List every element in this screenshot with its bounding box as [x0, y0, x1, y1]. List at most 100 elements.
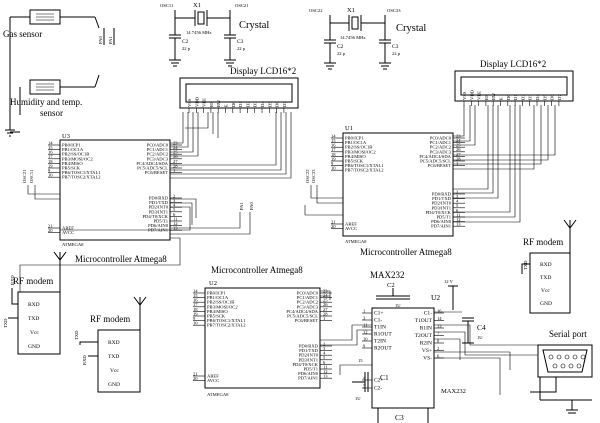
u3-rbpin-num-2: 4: [173, 203, 176, 208]
max-rpin-name-5: VS+: [422, 348, 432, 354]
lcd_left-pin-d1: D1: [238, 101, 243, 107]
lcd_right-pin-d5: D5: [542, 94, 547, 100]
u1-rpin-num-5: 28: [456, 156, 461, 161]
u1-rpin-name-6: PC6/RESET: [428, 163, 451, 168]
u2-rpin-name-0: PC0/ADC0: [297, 291, 319, 296]
u1-caption: Microcontroller Atmega8: [360, 247, 452, 257]
u2-lpin-name-4: PB4/MISO: [207, 309, 228, 314]
u1-rpin-name-5: PC5/ADC5/SCL: [420, 159, 451, 164]
rf-mid-gnd: GND: [108, 382, 120, 388]
u3-lpin-name-7: PB7/TOSC2/XTAL2: [62, 175, 101, 180]
freq-label: 14.7456 MHz: [186, 30, 212, 35]
u1-lbpin-num-0: 21: [331, 219, 336, 224]
u1-lpin-name-5: PB5/SCK: [345, 159, 364, 164]
u2-lbpin-num-0: 21: [193, 371, 198, 376]
u2-lpin-name-7: PB7/TOSC2/XTAL2: [207, 323, 246, 328]
u2-footer: ATMEGA8: [207, 392, 229, 397]
u2-rbpin-num-3: 5: [323, 355, 326, 360]
u2-rpin-num-1: 24: [323, 293, 328, 298]
u3-lpin-name-6: PB6/TOSC1/XTAL1: [62, 170, 101, 175]
u1-rpin-num-1: 24: [456, 138, 461, 143]
max-lpin-num-3: 12: [363, 329, 368, 334]
u3-lpin-name-5: PB5/SCK: [62, 166, 81, 171]
u1-rpin-name-0: PC0/ADC0: [430, 136, 452, 141]
u1-rbpin-num-7: 13: [456, 222, 461, 227]
u1-rbpin-name-4: PD4/T0/XCK: [425, 210, 451, 215]
u3-rbpin-num-4: 6: [173, 212, 176, 217]
gas-sensor-pin: PA0: [98, 36, 103, 44]
rf-left-rxd: RXD: [28, 302, 40, 308]
u2-rbpin-name-4: PD4/T0/XCK: [292, 362, 318, 367]
u3-rbpin-num-0: 2: [173, 193, 176, 198]
u1-lpin-num-4: 18: [331, 152, 336, 157]
u2-rbpin-num-4: 6: [323, 360, 326, 365]
u1-lpin-name-1: PB1/OC1A: [345, 140, 367, 145]
max-lpin-name-0: C1+: [374, 311, 384, 317]
u2-rpin-name-6: PC6/RESET: [295, 318, 318, 323]
rf-left-txd-net: TXD: [3, 318, 8, 328]
rf-left-txd: TXD: [28, 316, 39, 322]
lcd-left-title: Display LCD16*2: [230, 66, 296, 76]
u1-rbpin-num-3: 5: [456, 203, 459, 208]
rf-right-title: RF modem: [523, 237, 563, 247]
u1-lpin-name-3: PB3/MOSI/OC2: [345, 149, 376, 154]
max-rpin-num-4: 8: [437, 338, 440, 343]
max-lpin-name-5: R2OUT: [374, 346, 392, 352]
u2-lpin-num-0: 14: [193, 288, 198, 293]
max-rpin-num-6: 6: [437, 353, 440, 358]
c3-value: 22 p: [237, 46, 246, 51]
lcd_left-pin-d7: D7: [282, 101, 287, 107]
u3-lpin-num-1: 15: [48, 145, 53, 150]
u1-lpin-name-6: PB6/TOSC1/XTAL1: [345, 163, 384, 168]
u1-rbpin-name-3: PD3/INT1: [432, 205, 452, 210]
max-lpin-num-1: 3: [363, 315, 366, 320]
max-rpin-name-1: T1OUT: [415, 318, 433, 324]
u2-rbpin-name-5: PD5/T1: [303, 367, 318, 372]
u2-caption: Microcontroller Atmega8: [211, 265, 303, 275]
u1-lpin-name-7: PB7/TOSC2/XTAL2: [345, 168, 384, 173]
u2-rpin-name-5: PC5/ADC5/SCL: [287, 314, 318, 319]
u3-rpin-name-0: PC0/ADC0: [147, 143, 169, 148]
lcd_right-pin-d1: D1: [513, 94, 518, 100]
u1-rpin-name-1: PC1/ADC1: [430, 140, 452, 145]
u3-osc21: OSC21: [22, 169, 27, 183]
serial-port: Serial port: [530, 329, 593, 414]
u1-rbpin-num-1: 3: [456, 194, 459, 199]
u3-rpin-name-6: PC6/RESET: [145, 170, 168, 175]
max-lpin-name-3: R1OUT: [374, 332, 392, 338]
c2-label-2: C2: [337, 44, 344, 50]
gas-sensor: Gas sensor PA0: [3, 9, 103, 44]
c2-value: 22 p: [182, 46, 191, 51]
u2-rpin-num-3: 26: [323, 302, 328, 307]
c2-label: C2: [182, 39, 189, 45]
u1-rbpin-name-6: PD6/AIN0: [431, 219, 452, 224]
crystal-title-2: Crystal: [396, 23, 426, 34]
u3-rpin-num-5: 28: [173, 163, 178, 168]
u2-lpin-name-6: PB6/TOSC1/XTAL1: [207, 318, 246, 323]
u1-lpin-num-3: 17: [331, 147, 336, 152]
u2-rbpin-num-7: 13: [323, 374, 328, 379]
u1-lpin-num-2: 16: [331, 143, 336, 148]
u2-rbpin-num-2: 4: [323, 351, 326, 356]
u3-rpin-num-6: 1: [173, 168, 176, 173]
u1-rbpin-name-7: PD7/AIN1: [431, 224, 452, 229]
rf-right-gnd: GND: [540, 301, 552, 307]
max232-title2: MAX232: [441, 388, 466, 395]
max232-c4: C4: [477, 323, 486, 332]
u1-lpin-name-0: PB0/ICP1: [345, 136, 364, 141]
lcd_left-pin-rs: RS: [209, 101, 214, 107]
c3-value-2: 22 p: [392, 51, 401, 56]
max-lpin-num-5: 9: [363, 343, 366, 348]
u2-lpin-num-7: 10: [193, 321, 198, 326]
lcd_right-pin-e: E: [499, 97, 504, 100]
lcd_left-pin-vss: VSS: [187, 98, 192, 107]
rf-right-rxd: RXD: [540, 262, 552, 268]
u3-rpin-name-4: PC4/ADC4/SDA: [136, 161, 168, 166]
osc33-label: OSC33: [387, 8, 401, 13]
lcd_left-pin-d2: D2: [245, 101, 250, 107]
u1-rpin-num-6: 1: [456, 161, 459, 166]
u2-rbpin-num-5: 11: [323, 364, 328, 369]
